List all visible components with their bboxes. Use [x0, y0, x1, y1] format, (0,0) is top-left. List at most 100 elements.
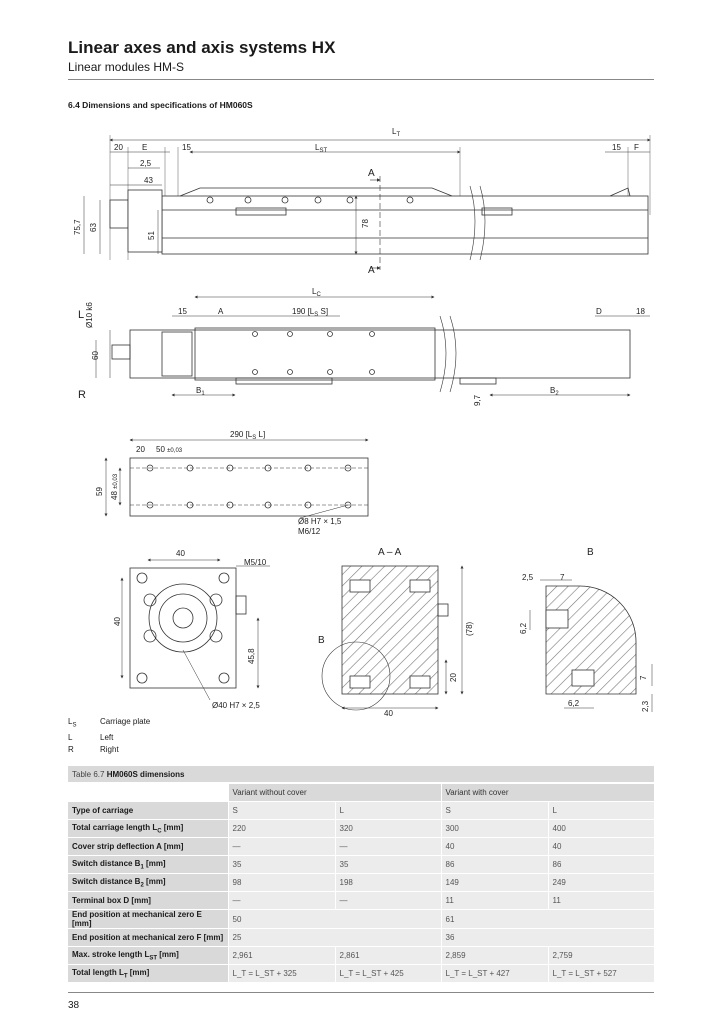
- row-label: End position at mechanical zero F [mm]: [68, 928, 228, 947]
- dim-43: 43: [144, 176, 153, 185]
- cell: 86: [440, 855, 548, 874]
- dim-20-plate: 20: [136, 445, 145, 454]
- dim-40-side: 40: [113, 617, 122, 626]
- header-rule: [68, 79, 654, 80]
- cell: L: [334, 801, 441, 820]
- detail-b-ref: B: [318, 635, 325, 646]
- cell: 11: [440, 891, 548, 910]
- group-with-cover: Variant with cover: [440, 783, 654, 802]
- cell: 50: [227, 909, 441, 929]
- page-subtitle: Linear modules HM-S: [68, 60, 185, 74]
- section-title: 6.4 Dimensions and specifications of HM0…: [68, 100, 253, 110]
- dim-45-8: 45,8: [247, 648, 256, 664]
- detail-b: [529, 579, 653, 712]
- dim-b1: B1: [196, 386, 205, 397]
- carriage-plate-view: [104, 438, 369, 519]
- dim-a: A: [218, 307, 224, 316]
- section-aa-label: A – A: [378, 547, 402, 558]
- cell: —: [334, 837, 441, 856]
- cell: 149: [440, 873, 548, 892]
- dim-20-section: 20: [449, 673, 458, 682]
- dim-f: F: [634, 143, 639, 152]
- cell: 40: [440, 837, 548, 856]
- cell: 220: [227, 819, 335, 838]
- row-label: Max. stroke length LST [mm]: [68, 946, 228, 965]
- dim-lc: LC: [312, 287, 321, 298]
- cell: 2,961: [227, 946, 335, 965]
- top-view: [95, 295, 650, 397]
- dim-290: 290 [LS L]: [230, 430, 265, 441]
- cell: L_T = L_ST + 425: [334, 964, 441, 983]
- dim-7-detail-side: 7: [639, 675, 648, 680]
- cell: 98: [227, 873, 335, 892]
- cell: L: [547, 801, 654, 820]
- row-label: Switch distance B2 [mm]: [68, 873, 228, 892]
- cell: 40: [547, 837, 654, 856]
- dim-190: 190 [LS S]: [292, 307, 328, 318]
- dim-59: 59: [95, 487, 104, 496]
- table-caption: Table 6.7 HM060S dimensions: [68, 766, 654, 784]
- table-caption-row: Table 6.7 HM060S dimensions: [68, 766, 654, 784]
- end-view: [120, 558, 270, 701]
- cell: 249: [547, 873, 654, 892]
- front-view: [83, 135, 651, 270]
- cell: 11: [547, 891, 654, 910]
- table-row: End position at mechanical zero E [mm]50…: [68, 909, 654, 929]
- dim-15: 15: [182, 143, 191, 152]
- row-label: Cover strip deflection A [mm]: [68, 837, 228, 856]
- cell: 300: [440, 819, 548, 838]
- row-label: End position at mechanical zero E [mm]: [68, 909, 228, 929]
- dim-18: 18: [636, 307, 645, 316]
- table-row: End position at mechanical zero F [mm]25…: [68, 928, 654, 947]
- cell: L_T = L_ST + 325: [227, 964, 335, 983]
- page-title: Linear axes and axis systems HX: [68, 38, 336, 57]
- table-group-header-row: Variant without cover Variant with cover: [68, 783, 654, 802]
- cell: —: [227, 891, 335, 910]
- dim-thread: M6/12: [298, 527, 321, 536]
- dim-2-5-detail: 2,5: [522, 573, 534, 582]
- cell: 61: [440, 909, 654, 929]
- cell: 25: [227, 928, 441, 947]
- dim-lt: LT: [392, 127, 400, 138]
- cell: 198: [334, 873, 441, 892]
- cell: —: [227, 837, 335, 856]
- side-label-right: R: [78, 389, 86, 401]
- dim-48: 48 ±0,03: [110, 473, 119, 500]
- dim-40-section: 40: [384, 709, 393, 718]
- row-label: Switch distance B1 [mm]: [68, 855, 228, 874]
- cell: S: [227, 801, 335, 820]
- dim-60: 60: [91, 351, 100, 360]
- cell: —: [334, 891, 441, 910]
- dim-bore-40: Ø40 H7 × 2,5: [212, 701, 260, 710]
- dim-d: D: [596, 307, 602, 316]
- section-aa: [321, 565, 464, 711]
- dim-9-7: 9,7: [473, 394, 482, 406]
- dim-15-right: 15: [612, 143, 621, 152]
- cell: L_T = L_ST + 527: [547, 964, 654, 983]
- dim-75-7: 75,7: [73, 219, 82, 235]
- dim-50: 50 ±0,03: [156, 445, 183, 454]
- row-label: Total length LT [mm]: [68, 964, 228, 983]
- dim-e: E: [142, 143, 147, 152]
- cell: 320: [334, 819, 441, 838]
- cell: 2,861: [334, 946, 441, 965]
- dim-2-3-detail: 2,3: [641, 700, 650, 712]
- dim-shaft: Ø10 k6: [85, 302, 94, 328]
- dim-6-2-detail-side: 6,2: [519, 622, 528, 634]
- cell: 86: [547, 855, 654, 874]
- dim-7-detail-top: 7: [560, 573, 565, 582]
- cell: 2,759: [547, 946, 654, 965]
- dim-51: 51: [147, 231, 156, 240]
- section-arrow-a-bottom: A: [368, 265, 375, 276]
- row-label: Total carriage length LC [mm]: [68, 819, 228, 838]
